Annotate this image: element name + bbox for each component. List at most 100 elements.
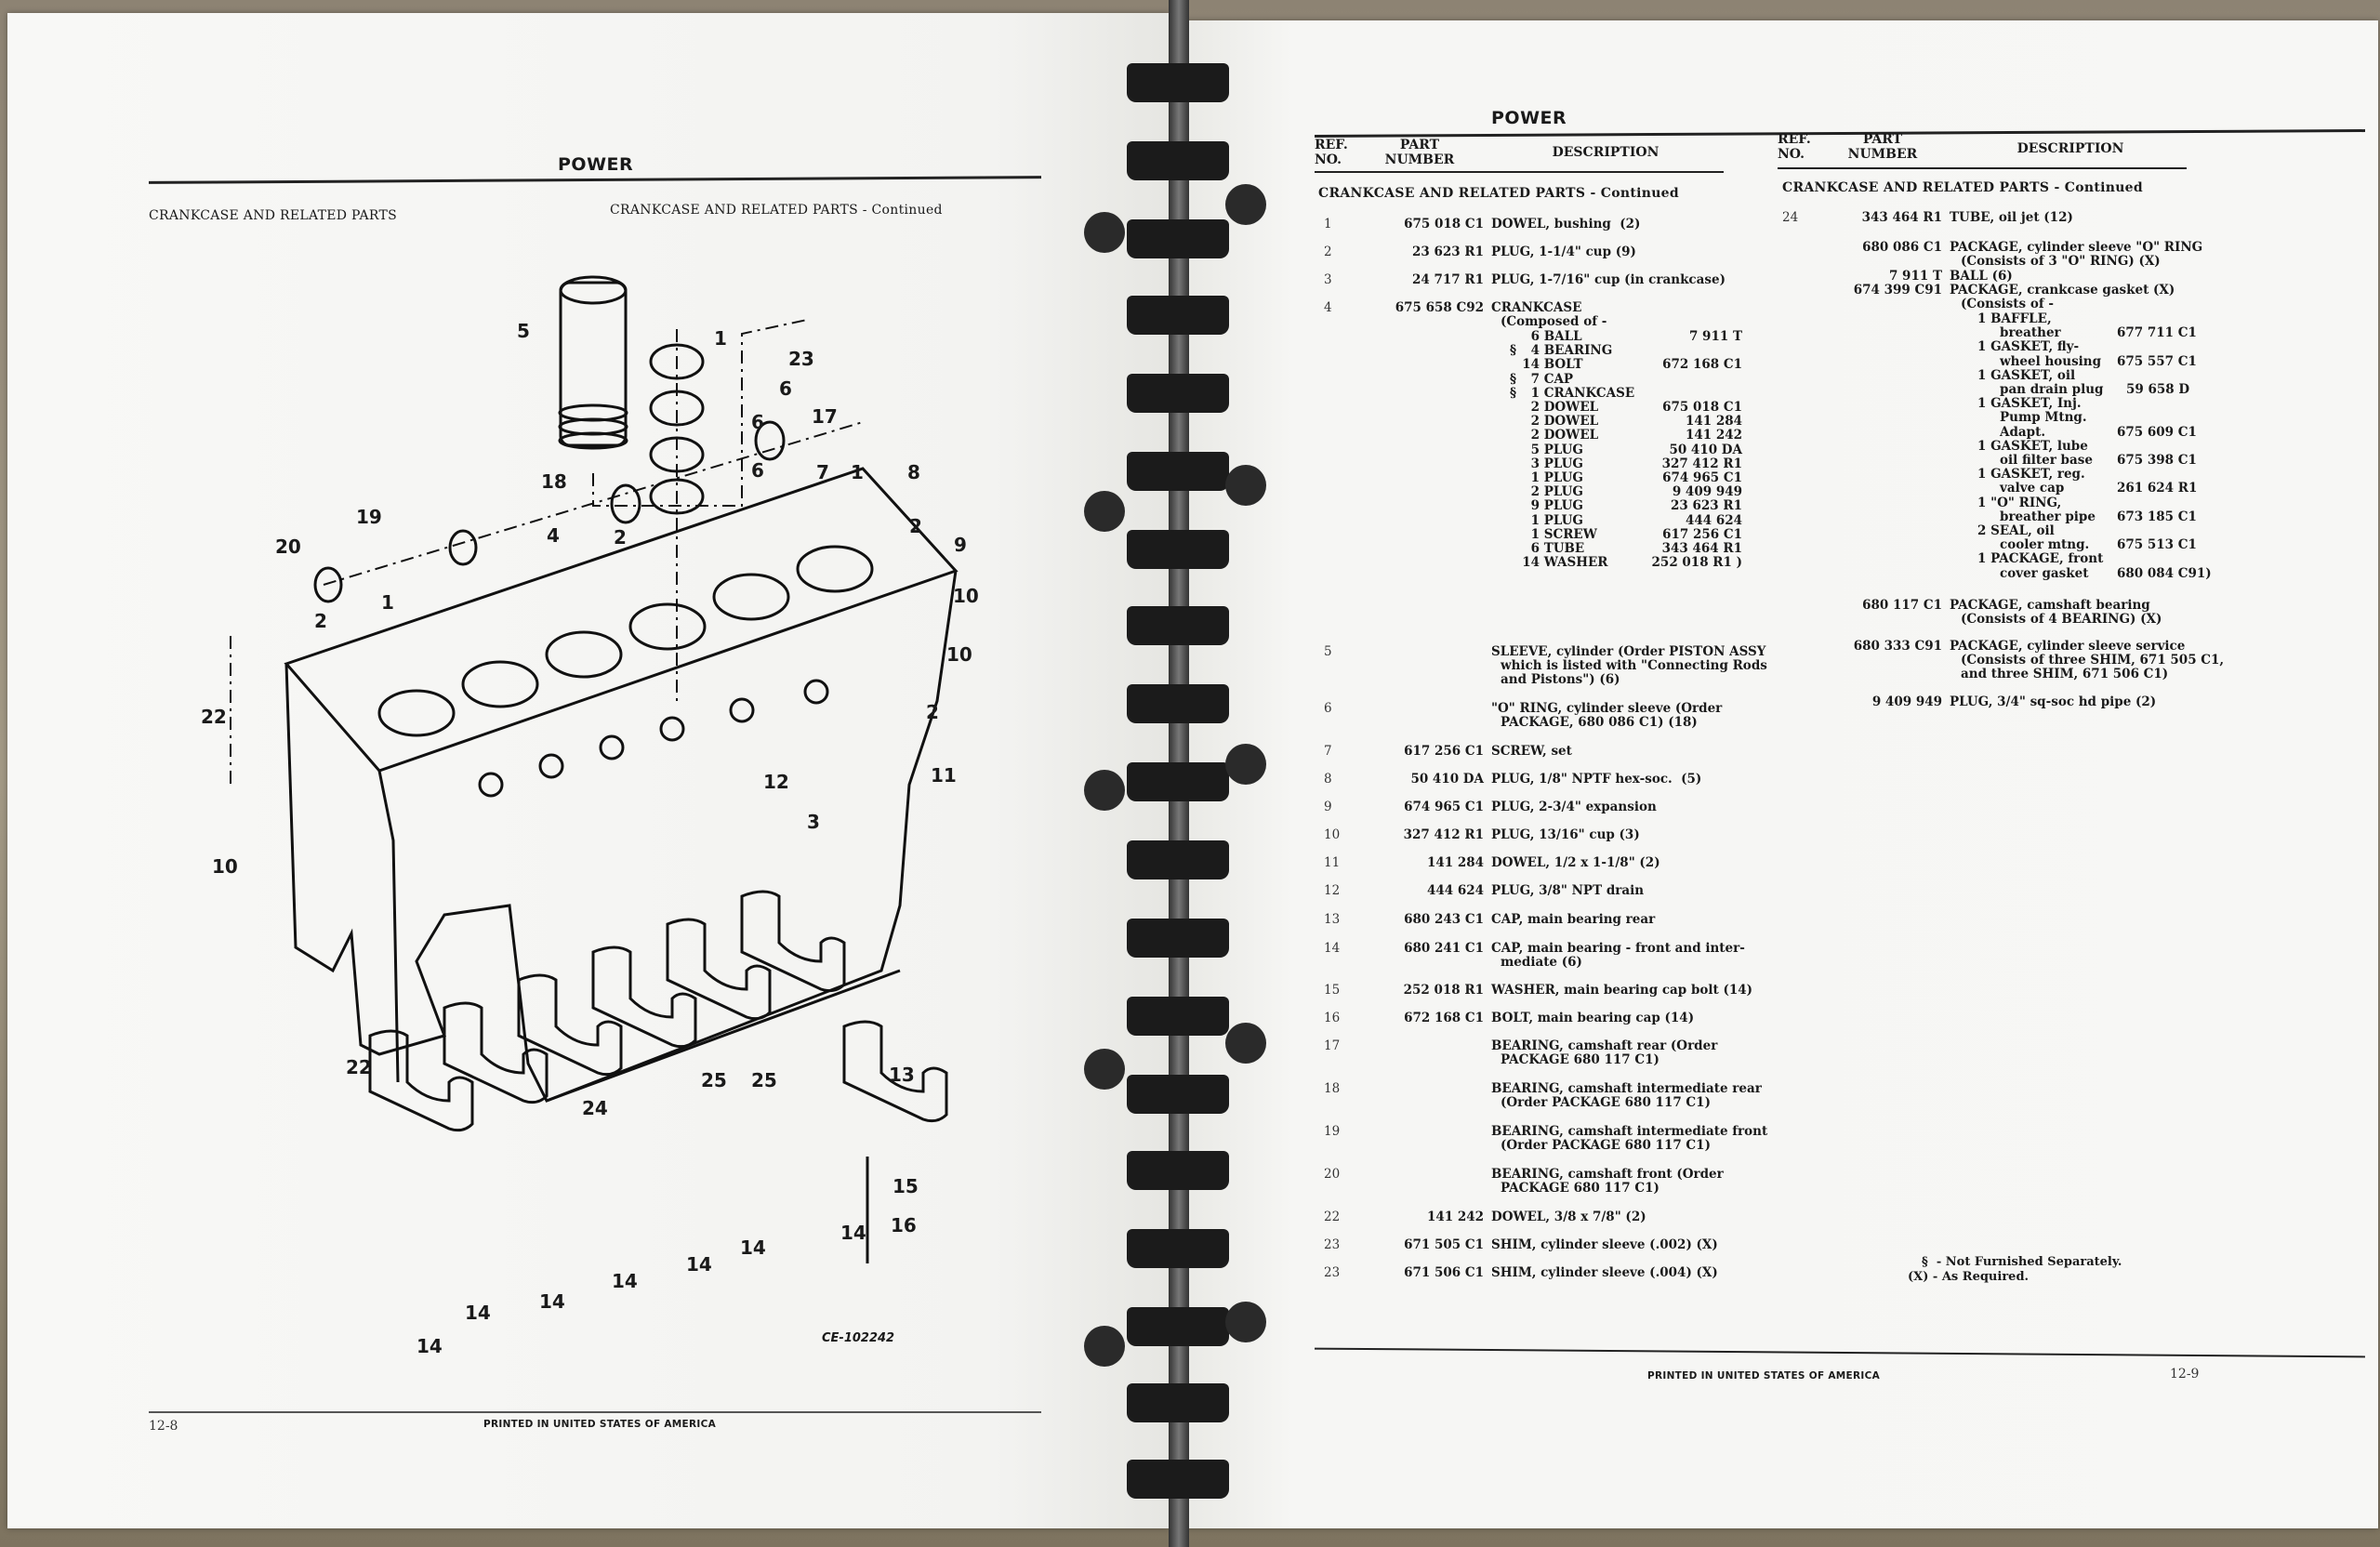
qty: 1	[1977, 367, 1987, 383]
ref-no: 24	[1782, 210, 1799, 225]
part-number: 50 410 DA	[1410, 772, 1484, 787]
callout-22: 22	[201, 706, 227, 728]
callout-1b: 1	[851, 461, 864, 483]
callout-9: 9	[954, 534, 967, 556]
qty: 5	[1530, 442, 1540, 457]
description: BEARING, camshaft front (Order	[1491, 1167, 1724, 1182]
callout-6c: 6	[751, 459, 764, 482]
component-part: 444 624	[1685, 512, 1742, 528]
punch-hole	[1225, 744, 1266, 785]
name: GASKET, oil	[1990, 367, 2076, 383]
ref-no: 19	[1324, 1124, 1341, 1139]
binding-coil	[1127, 141, 1229, 180]
col-header-part-line2: NUMBER	[1384, 152, 1455, 167]
component-name: TUBE	[1543, 541, 1585, 556]
col-header-description-2: DESCRIPTION	[2016, 141, 2124, 156]
description-cont: (Consists of three SHIM, 671 505 C1,	[1961, 653, 2225, 668]
callout-17: 17	[812, 405, 838, 428]
not-furnished-mark: §	[1510, 343, 1517, 359]
component-part: 23 623 R1	[1671, 498, 1742, 514]
component-name: CAP	[1543, 371, 1574, 387]
component-name-cont: breather pipe	[2000, 509, 2096, 524]
section-title-text: CRANKCASE AND RELATED PARTS	[1318, 186, 1586, 201]
qty: 6	[1530, 329, 1540, 344]
section-title-suffix: - Continued	[1590, 186, 1679, 201]
ref-no: 13	[1324, 912, 1341, 927]
component-name: BOLT	[1543, 357, 1583, 373]
callout-24: 24	[582, 1097, 608, 1119]
component-part: 617 256 C1	[1662, 526, 1742, 542]
binding-coil	[1127, 997, 1229, 1036]
component-part: 675 513 C1	[2117, 537, 2197, 553]
binding-coil	[1127, 1307, 1229, 1346]
footer-text: PRINTED IN UNITED STATES OF AMERICA	[1647, 1370, 1881, 1382]
callout-2d: 2	[926, 701, 939, 723]
col-header-part: PART NUMBER	[1368, 138, 1471, 167]
component-name: WASHER	[1543, 555, 1608, 571]
right-page: POWER REF. NO. PART NUMBER DESCRIPTION R…	[1173, 20, 2378, 1528]
binding-coil	[1127, 1151, 1229, 1190]
component-row: §1 CRANKCASE	[1510, 386, 1634, 401]
ref-no: 14	[1324, 941, 1341, 956]
ref-no: 11	[1324, 855, 1341, 870]
description: CAP, main bearing - front and inter-	[1491, 941, 1745, 956]
component-part: 677 711 C1	[2117, 325, 2197, 341]
binding-coil	[1127, 1460, 1229, 1499]
callout-25: 25	[701, 1069, 727, 1091]
diagram-id-label: CE-102242	[822, 1331, 895, 1345]
component-part: 9 409 949	[1672, 484, 1742, 500]
binding-coil	[1127, 530, 1229, 569]
name: GASKET, lube	[1990, 438, 2088, 454]
part-number: 252 018 R1	[1403, 983, 1484, 998]
qty: 2	[1530, 400, 1540, 415]
callout-19: 19	[356, 506, 382, 528]
crankcase-exploded-diagram: 5 1 23 6 6 17 6 18 7 1 8 19 20 4 2 2 9 2…	[138, 264, 1030, 1380]
description-cont: (Order PACKAGE 680 117 C1)	[1501, 1138, 1711, 1153]
callout-20: 20	[275, 536, 301, 558]
component-part: 141 242	[1685, 428, 1742, 443]
callout-7: 7	[816, 461, 829, 483]
description: SCREW, set	[1491, 744, 1572, 759]
description: WASHER, main bearing cap bolt (14)	[1491, 983, 1753, 998]
component-name: DOWEL	[1543, 400, 1599, 415]
ref-no: 9	[1324, 800, 1332, 814]
description: BEARING, camshaft rear (Order	[1491, 1038, 1718, 1053]
qty: 1	[1977, 551, 1987, 567]
col-header-rule-2	[1778, 167, 2187, 169]
description: PACKAGE, cylinder sleeve service	[1950, 639, 2186, 654]
description: PLUG, 1-1/4" cup (9)	[1491, 245, 1636, 259]
name: SEAL, oil	[1990, 523, 2055, 538]
description: BALL (6)	[1950, 269, 2013, 284]
description: PACKAGE, camshaft bearing	[1950, 598, 2150, 613]
callout-14e: 14	[539, 1290, 565, 1313]
description-cont: (Order PACKAGE 680 117 C1)	[1501, 1095, 1711, 1110]
description: DOWEL, bushing (2)	[1491, 217, 1641, 231]
description-cont: PACKAGE, 680 086 C1) (18)	[1501, 715, 1698, 730]
component-name: SCREW	[1543, 526, 1597, 542]
description: PLUG, 3/8" NPT drain	[1491, 883, 1645, 898]
part-number: 23 623 R1	[1412, 245, 1484, 259]
qty: 3	[1530, 456, 1540, 471]
binding-coil	[1127, 919, 1229, 958]
description: CRANKCASE	[1491, 300, 1582, 315]
qty: 2	[1530, 414, 1540, 430]
callout-22b: 22	[346, 1056, 372, 1078]
component-name: 2 SEAL, oil	[1977, 523, 2055, 538]
part-number: 680 117 C1	[1862, 598, 1942, 613]
component-name: 1 GASKET, fly-	[1977, 340, 2079, 354]
component-part: 675 018 C1	[1662, 400, 1742, 415]
component-row: §7 CAP	[1510, 371, 1574, 387]
callout-11: 11	[931, 764, 957, 787]
qty: 1	[1977, 438, 1987, 454]
punch-hole	[1084, 491, 1125, 532]
qty: 1	[1977, 467, 1987, 483]
part-number: 327 412 R1	[1403, 827, 1484, 842]
binding-coil	[1127, 452, 1229, 491]
component-name: PLUG	[1543, 470, 1583, 485]
binding-coil	[1127, 296, 1229, 335]
binding-coil	[1127, 1229, 1229, 1268]
description: PACKAGE, cylinder sleeve "O" RING	[1950, 240, 2203, 255]
